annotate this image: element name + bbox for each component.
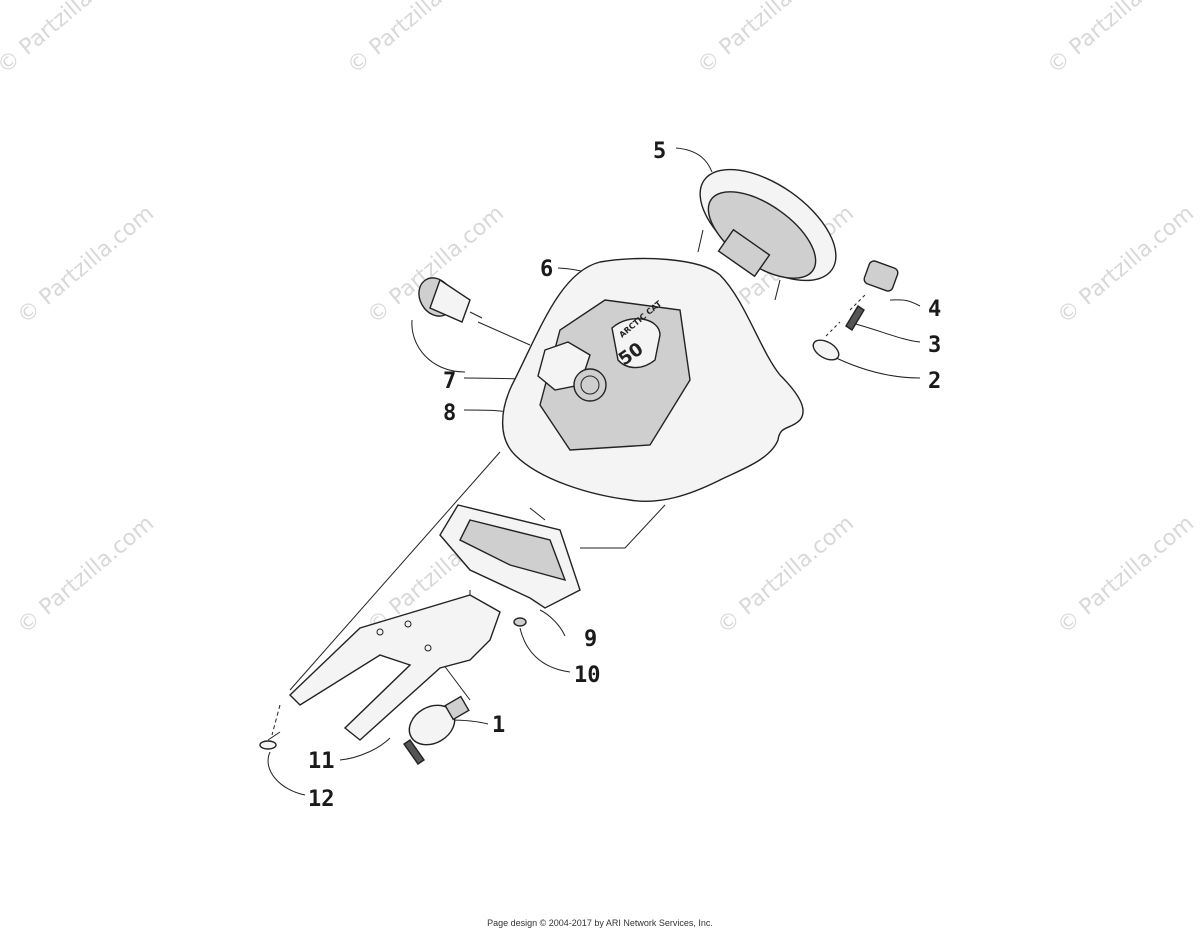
callout-11: 11	[308, 749, 335, 774]
grommet-part	[513, 617, 527, 627]
callout-12: 12	[308, 787, 335, 812]
callout-10: 10	[574, 663, 601, 688]
callout-8: 8	[443, 401, 456, 426]
callout-9: 9	[584, 627, 597, 652]
switch-part	[403, 695, 470, 765]
callout-5: 5	[653, 139, 666, 164]
callout-7: 7	[443, 369, 456, 394]
callout-1: 1	[492, 713, 505, 738]
callout-3: 3	[928, 333, 941, 358]
callout-2: 2	[928, 369, 941, 394]
page-footer: Page design © 2004-2017 by ARI Network S…	[487, 918, 713, 928]
gauge-part	[697, 168, 837, 301]
bezel-part	[439, 504, 581, 609]
screw-part	[259, 731, 281, 750]
watermark-text: © Partzilla.com	[0, 0, 139, 79]
watermark-text: © Partzilla.com	[1053, 201, 1199, 329]
callout-6: 6	[540, 257, 553, 282]
watermark-text: © Partzilla.com	[713, 511, 859, 639]
watermark-text: © Partzilla.com	[13, 511, 159, 639]
watermark-text: © Partzilla.com	[1053, 511, 1199, 639]
watermark-text: © Partzilla.com	[343, 0, 489, 79]
socket-part	[418, 277, 483, 323]
key-switch-parts	[812, 260, 899, 361]
bracket-part	[288, 594, 501, 741]
watermark-text: © Partzilla.com	[13, 201, 159, 329]
watermark-text: © Partzilla.com	[693, 0, 839, 79]
callout-4: 4	[928, 297, 941, 322]
watermark-text: © Partzilla.com	[1043, 0, 1189, 79]
housing-part	[502, 257, 804, 502]
